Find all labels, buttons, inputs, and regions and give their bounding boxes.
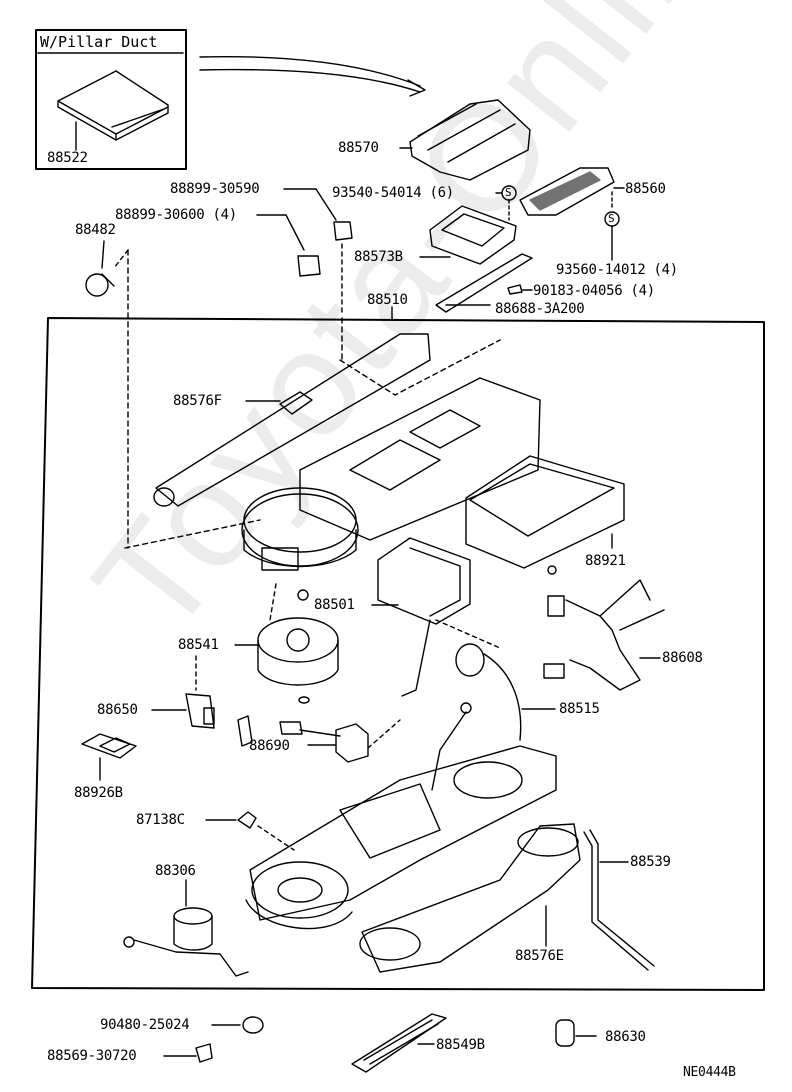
label-88690[interactable]: 88690 <box>249 738 290 754</box>
part-88608-harness <box>544 580 664 690</box>
part-88515-sensor <box>432 620 555 790</box>
part-90480-grommet <box>212 1017 263 1033</box>
part-88921-core <box>466 456 624 574</box>
label-88570[interactable]: 88570 <box>338 140 379 156</box>
label-88630[interactable]: 88630 <box>605 1029 646 1045</box>
label-88501[interactable]: 88501 <box>314 597 355 613</box>
label-88539[interactable]: 88539 <box>630 854 671 870</box>
main-assembly-box <box>32 307 764 990</box>
label-88522[interactable]: 88522 <box>47 150 88 166</box>
label-88560[interactable]: 88560 <box>625 181 666 197</box>
label-88573B[interactable]: 88573B <box>354 249 403 265</box>
label-88921[interactable]: 88921 <box>585 553 626 569</box>
label-88510[interactable]: 88510 <box>367 292 408 308</box>
label-93560-14012[interactable]: 93560-14012 (4) <box>556 262 678 278</box>
part-88570-duct <box>400 100 530 180</box>
screw-marker-s <box>496 186 619 260</box>
inset-box <box>36 30 186 169</box>
part-88688-bracket <box>436 254 532 312</box>
transfer-arrow <box>200 57 425 96</box>
label-88899-30590[interactable]: 88899-30590 <box>170 181 260 197</box>
label-88482[interactable]: 88482 <box>75 222 116 238</box>
part-88482-plug <box>86 241 128 548</box>
label-88515[interactable]: 88515 <box>559 701 600 717</box>
label-88688-3A200[interactable]: 88688-3A200 <box>495 301 585 317</box>
inset-title: W/Pillar Duct <box>40 33 158 51</box>
part-88690-servo <box>238 716 400 762</box>
part-87138C-clip <box>206 812 294 850</box>
label-87138C[interactable]: 87138C <box>136 812 185 828</box>
label-88541[interactable]: 88541 <box>178 637 219 653</box>
part-88569-clip <box>164 1044 212 1062</box>
part-88576E-duct <box>360 824 580 972</box>
label-93540-54014[interactable]: 93540-54014 (6) <box>332 185 454 201</box>
label-88569-30720[interactable]: 88569-30720 <box>47 1048 137 1064</box>
label-88576E[interactable]: 88576E <box>515 948 564 964</box>
label-88650[interactable]: 88650 <box>97 702 138 718</box>
part-lower-housing <box>246 746 556 929</box>
part-88541-blower <box>196 584 338 703</box>
diagram-code: NE0444B <box>683 1065 736 1080</box>
label-90183-04056[interactable]: 90183-04056 (4) <box>533 283 655 299</box>
part-88576F-arm-duct <box>154 318 500 506</box>
part-88926B-plate <box>82 734 136 780</box>
label-88926B[interactable]: 88926B <box>74 785 123 801</box>
s-marker-label: S <box>608 212 615 225</box>
part-88549B-plate <box>352 1014 446 1072</box>
part-88899-30600-clip <box>257 215 320 276</box>
part-88650-cover <box>152 694 214 728</box>
s-marker-label: S <box>505 186 512 199</box>
part-88510-upper-housing <box>125 378 540 570</box>
label-88306[interactable]: 88306 <box>155 863 196 879</box>
part-88630-switch <box>556 1020 596 1046</box>
label-88576F[interactable]: 88576F <box>173 393 222 409</box>
part-88306-motor <box>124 880 248 976</box>
part-88539-tube <box>584 830 654 970</box>
part-88573B-frame <box>420 206 516 264</box>
part-88899-30590-clip <box>284 189 352 316</box>
label-90480-25024[interactable]: 90480-25024 <box>100 1017 190 1033</box>
part-88501-evaporator <box>298 538 470 696</box>
label-88899-30600[interactable]: 88899-30600 (4) <box>115 207 237 223</box>
label-88549B[interactable]: 88549B <box>436 1037 485 1053</box>
part-88560-filter <box>520 168 624 215</box>
label-88608[interactable]: 88608 <box>662 650 703 666</box>
